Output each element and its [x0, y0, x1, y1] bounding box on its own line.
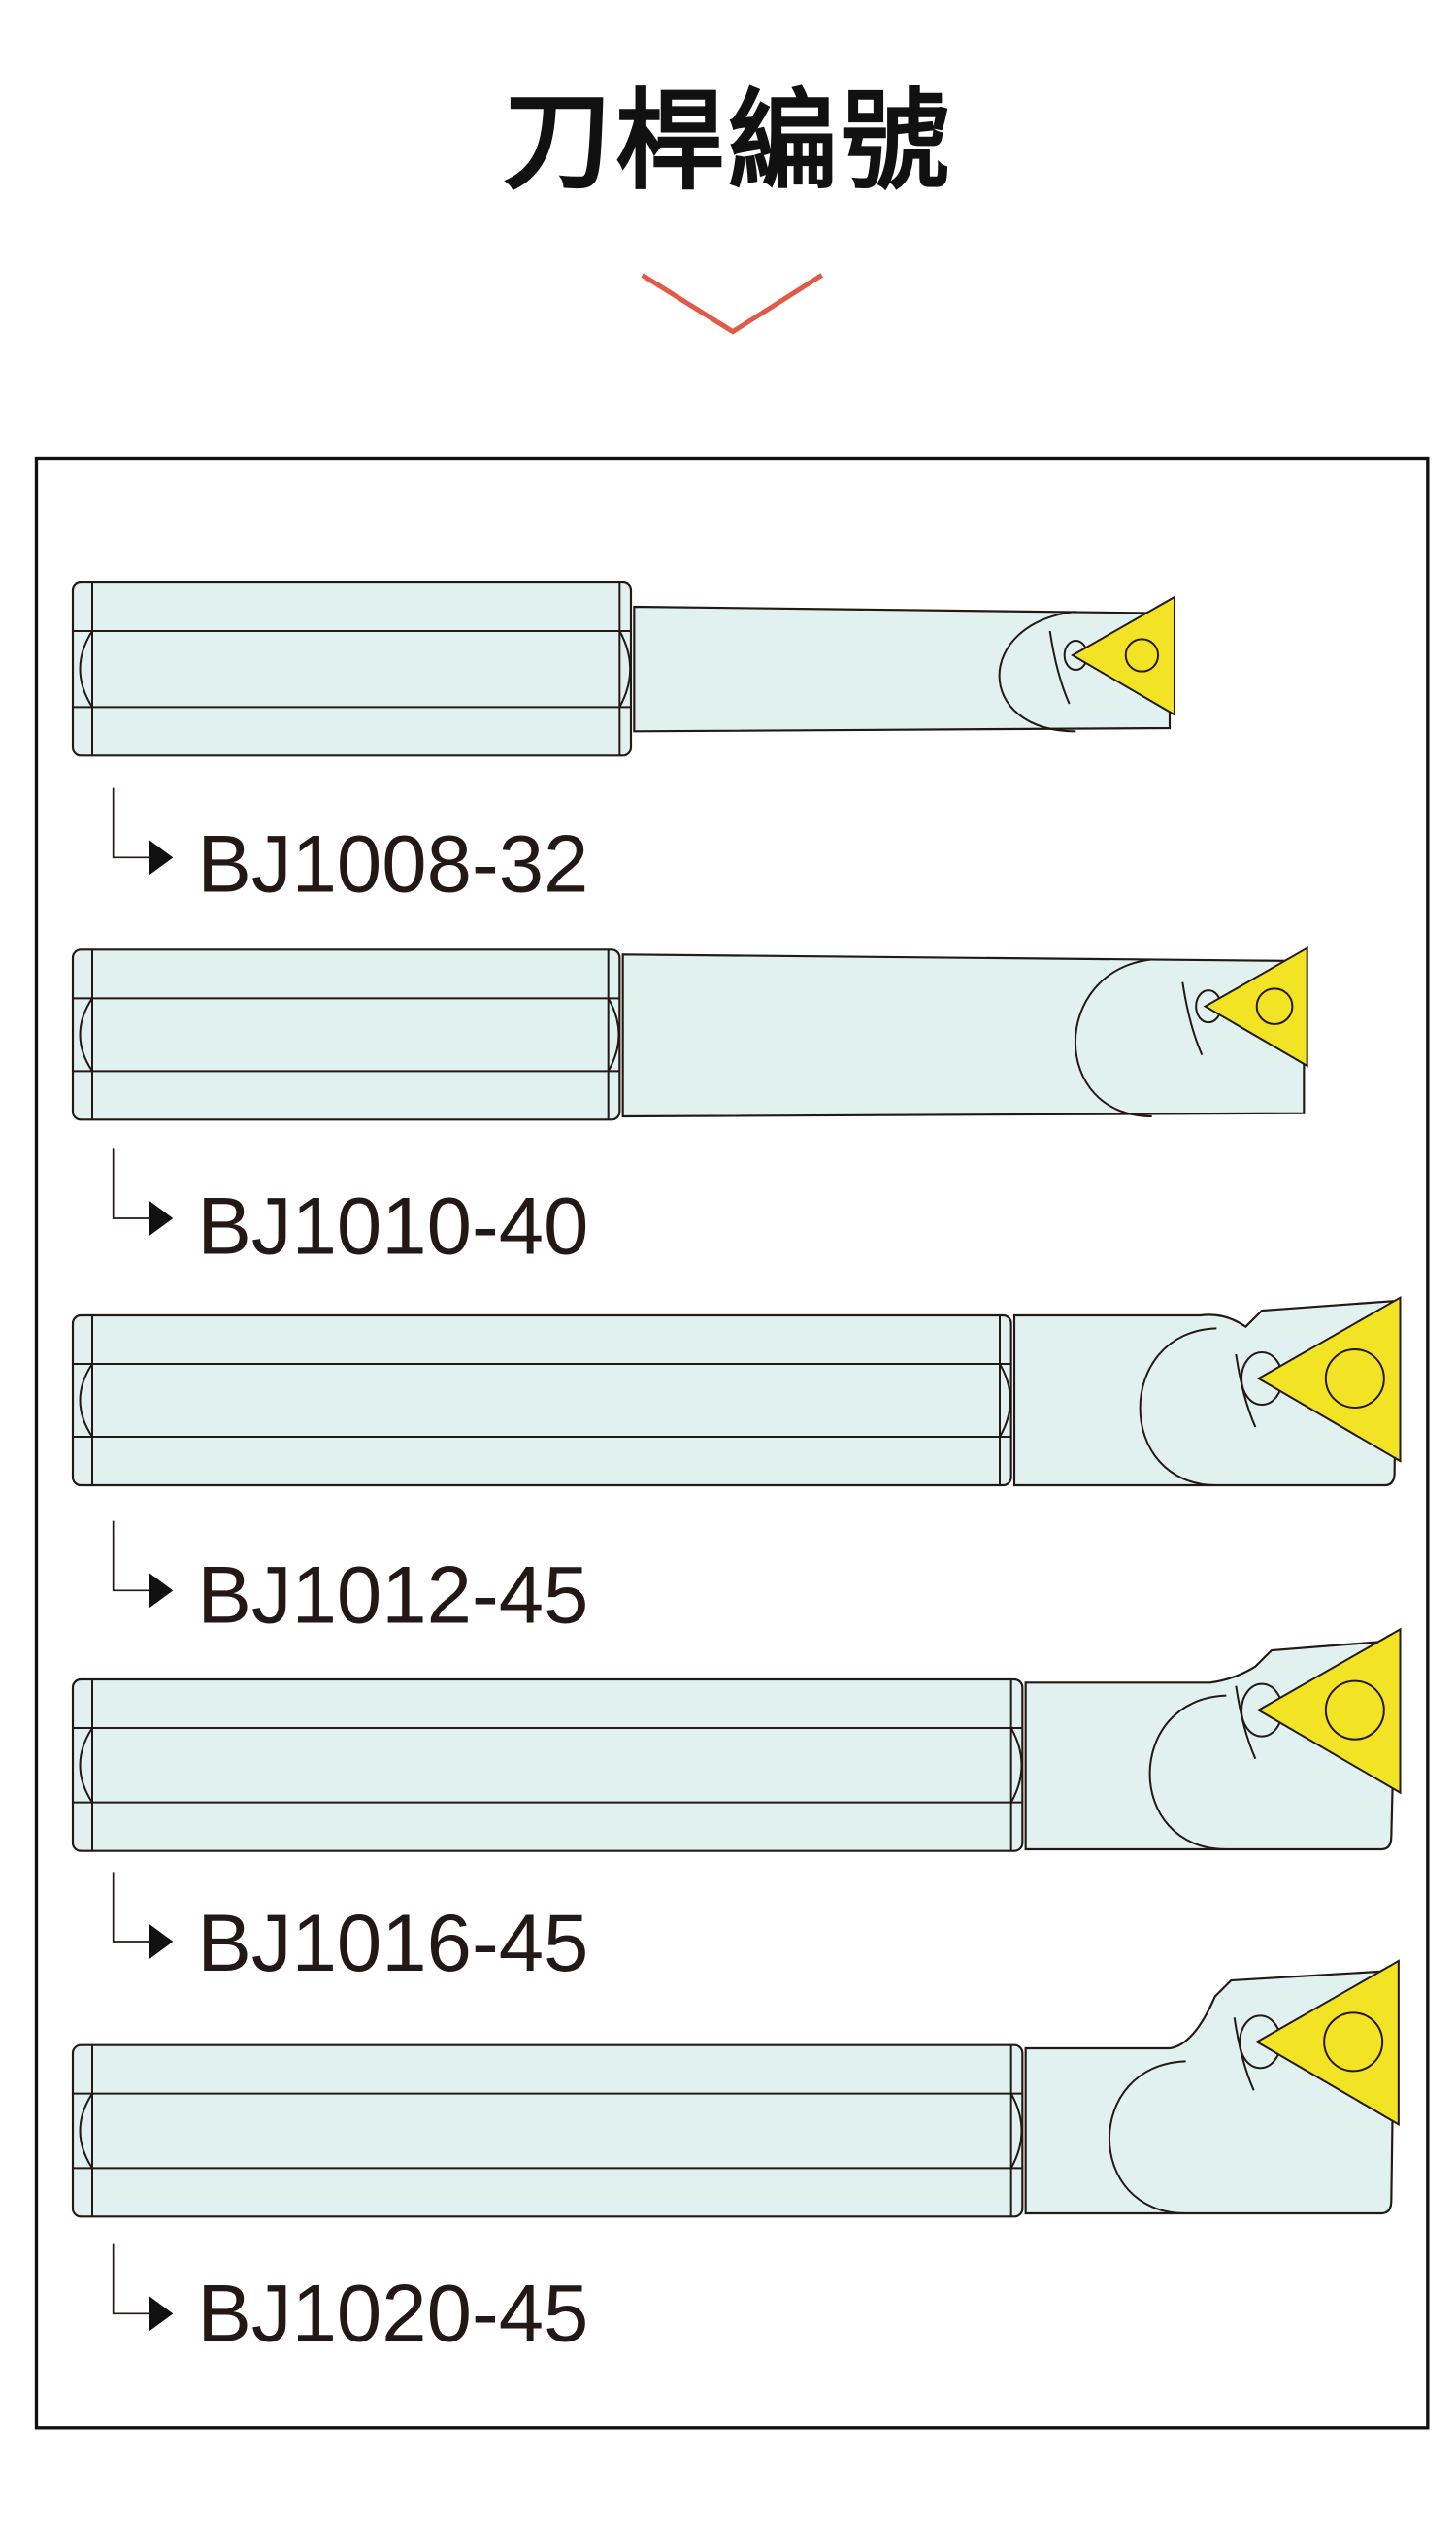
triangular-insert	[1070, 595, 1175, 716]
hex-curve	[79, 1727, 1023, 1804]
diagram-frame	[34, 456, 1430, 2430]
boring-bar-4	[71, 1627, 1402, 1960]
model-label-5: BJ1020-45	[197, 2269, 588, 2359]
model-label-2: BJ1010-40	[197, 1181, 588, 1272]
insert-screw	[1324, 1348, 1385, 1409]
head-contour	[1075, 958, 1152, 1117]
arrow-right-icon	[149, 2296, 174, 2332]
hex-curve	[79, 1363, 1011, 1438]
shank	[71, 1677, 1024, 1852]
boring-bar-2	[71, 946, 1308, 1237]
boring-bar-3	[71, 1295, 1402, 1609]
neck	[633, 605, 1172, 733]
head-contour	[1148, 1694, 1227, 1850]
arrow-right-icon	[149, 840, 174, 876]
shank	[71, 948, 621, 1121]
shank	[71, 1313, 1012, 1487]
chevron-down-icon	[641, 273, 824, 335]
chip-groove	[1235, 1685, 1257, 1760]
insert-screw	[1255, 987, 1294, 1025]
boring-bar-5	[71, 1959, 1400, 2332]
page-title: 刀桿編號	[503, 79, 953, 205]
triangular-insert	[1256, 1295, 1402, 1463]
leader-line	[112, 1520, 149, 1592]
arrow-right-icon	[149, 1573, 174, 1609]
boring-bar-1	[71, 581, 1175, 876]
leader-line	[112, 787, 149, 859]
chip-groove	[1235, 1353, 1257, 1428]
head-contour	[1139, 1327, 1217, 1486]
insert-screw	[1124, 638, 1160, 673]
leader-line	[112, 1148, 149, 1219]
chip-groove	[1048, 630, 1071, 705]
triangular-insert	[1254, 1959, 1400, 2127]
head-contour	[1108, 2060, 1186, 2214]
head-contour	[998, 611, 1076, 733]
leader-line	[112, 2243, 149, 2315]
shank	[71, 2043, 1024, 2218]
insert-screw	[1323, 2011, 1384, 2073]
arrow-right-icon	[149, 1200, 174, 1237]
hex-curve	[79, 630, 632, 708]
chip-groove	[1233, 2017, 1255, 2091]
shank	[71, 581, 633, 757]
triangular-insert	[1256, 1627, 1402, 1795]
arrow-right-icon	[149, 1923, 174, 1960]
neck	[621, 953, 1306, 1118]
model-label-4: BJ1016-45	[197, 1898, 588, 1988]
leader-line	[112, 1872, 149, 1943]
hex-curve	[79, 2093, 1023, 2169]
hex-curve	[79, 997, 620, 1072]
insert-screw	[1324, 1679, 1385, 1741]
model-label-3: BJ1012-45	[197, 1550, 588, 1641]
chip-groove	[1181, 981, 1204, 1056]
model-label-1: BJ1008-32	[197, 818, 588, 909]
